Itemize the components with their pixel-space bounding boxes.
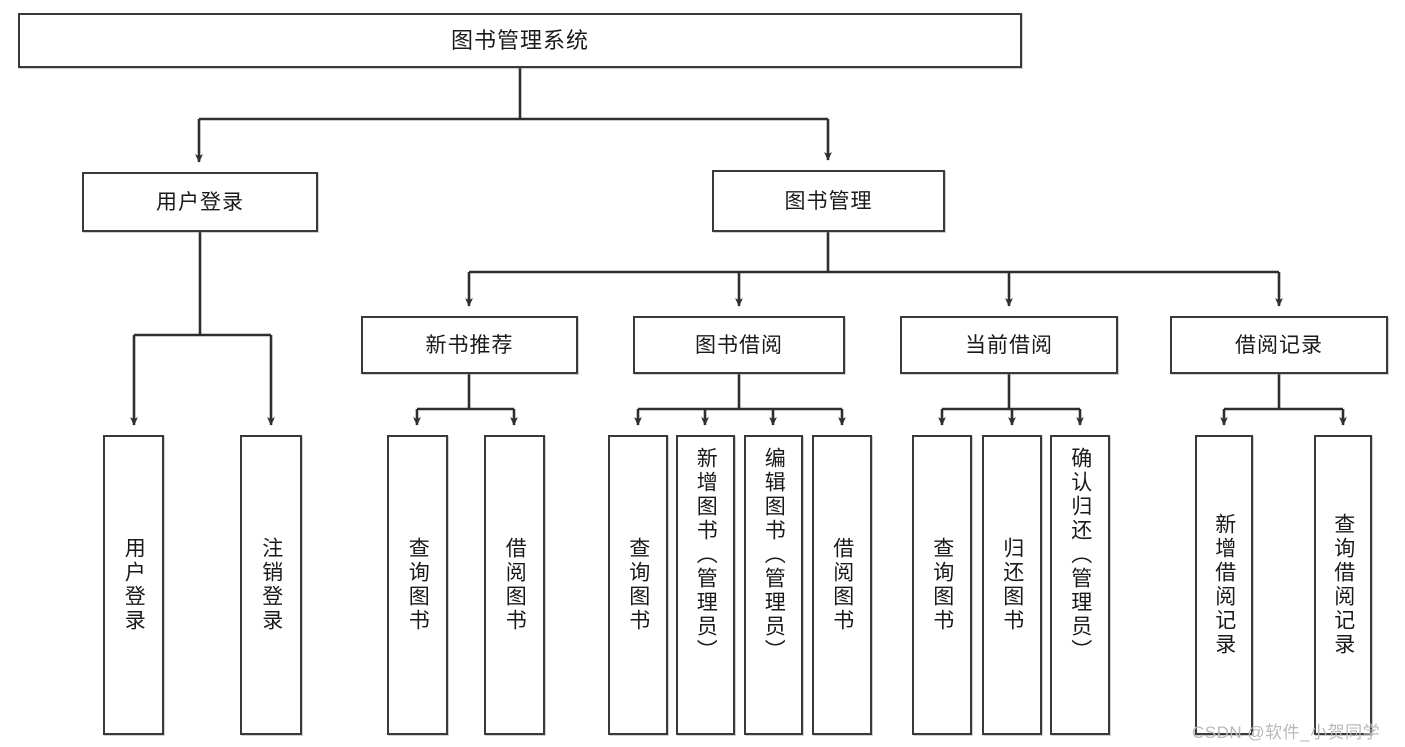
node-leaf-query-book-2-label: 查询图书: [626, 537, 650, 633]
node-leaf-add-book-label: 新增图书（管理员）: [694, 447, 718, 663]
node-leaf-return-book[interactable]: 归还图书: [982, 435, 1042, 735]
node-leaf-user-logout[interactable]: 注销登录: [240, 435, 302, 735]
node-leaf-user-login-label: 用户登录: [122, 537, 146, 633]
node-leaf-confirm-return-label: 确认归还（管理员）: [1068, 447, 1092, 663]
node-leaf-query-book-3[interactable]: 查询图书: [912, 435, 972, 735]
node-borrow-record[interactable]: 借阅记录: [1170, 316, 1388, 374]
node-book-borrow-label: 图书借阅: [695, 333, 783, 357]
node-leaf-query-book-2[interactable]: 查询图书: [608, 435, 668, 735]
node-leaf-add-record[interactable]: 新增借阅记录: [1195, 435, 1253, 735]
node-leaf-query-book-1[interactable]: 查询图书: [387, 435, 448, 735]
node-leaf-query-book-3-label: 查询图书: [930, 537, 954, 633]
node-leaf-add-record-label: 新增借阅记录: [1212, 513, 1236, 657]
node-book-manage[interactable]: 图书管理: [712, 170, 945, 232]
node-leaf-query-record[interactable]: 查询借阅记录: [1314, 435, 1372, 735]
node-leaf-edit-book-label: 编辑图书（管理员）: [762, 447, 786, 663]
node-user-login[interactable]: 用户登录: [82, 172, 318, 232]
node-book-manage-label: 图书管理: [784, 189, 873, 213]
node-user-login-label: 用户登录: [156, 190, 244, 214]
node-leaf-query-book-1-label: 查询图书: [406, 537, 430, 633]
node-current-borrow[interactable]: 当前借阅: [900, 316, 1118, 374]
node-leaf-add-book[interactable]: 新增图书（管理员）: [676, 435, 735, 735]
node-leaf-return-book-label: 归还图书: [1000, 537, 1024, 633]
node-borrow-record-label: 借阅记录: [1235, 333, 1323, 357]
node-leaf-borrow-book-2[interactable]: 借阅图书: [812, 435, 872, 735]
node-leaf-borrow-book-1-label: 借阅图书: [503, 537, 527, 633]
node-leaf-user-logout-label: 注销登录: [259, 537, 283, 633]
node-root[interactable]: 图书管理系统: [18, 13, 1022, 68]
node-leaf-query-record-label: 查询借阅记录: [1331, 513, 1355, 657]
node-book-borrow[interactable]: 图书借阅: [633, 316, 845, 374]
node-leaf-edit-book[interactable]: 编辑图书（管理员）: [744, 435, 803, 735]
node-leaf-borrow-book-2-label: 借阅图书: [830, 537, 854, 633]
node-leaf-confirm-return[interactable]: 确认归还（管理员）: [1050, 435, 1110, 735]
node-new-book-recommend[interactable]: 新书推荐: [361, 316, 578, 374]
node-new-book-recommend-label: 新书推荐: [425, 333, 514, 357]
watermark: CSDN @软件_小贺同学: [1192, 723, 1381, 742]
node-root-label: 图书管理系统: [450, 27, 589, 53]
node-leaf-user-login[interactable]: 用户登录: [103, 435, 164, 735]
node-current-borrow-label: 当前借阅: [965, 333, 1053, 357]
node-leaf-borrow-book-1[interactable]: 借阅图书: [484, 435, 545, 735]
